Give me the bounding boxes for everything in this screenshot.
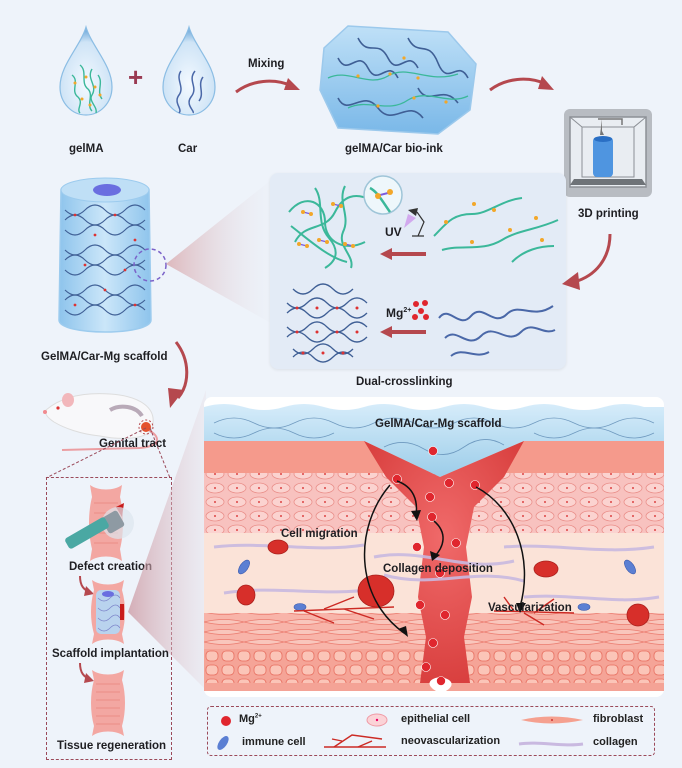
legend-label-epithelial: epithelial cell: [401, 713, 471, 725]
mg-label: Mg2+: [386, 306, 411, 320]
legend-mg-text: Mg: [239, 713, 255, 725]
gelma-strands-icon: [433, 197, 559, 263]
car-droplet-icon: [162, 24, 216, 116]
mixing-label: Mixing: [248, 58, 285, 70]
step-label-regeneration: Tissue regeneration: [57, 740, 167, 752]
scaffold-cylinder-icon: [58, 177, 152, 333]
legend-label-mg: Mg2+: [239, 713, 262, 725]
rat-icon: [43, 393, 158, 451]
neovascularization-icon: [324, 734, 386, 748]
scaffold-to-animal-arrow-icon: [168, 341, 189, 408]
tissue-regeneration-icon: [91, 670, 125, 736]
car-crosslinked-network-icon: [286, 283, 368, 363]
step-arrow-2: [79, 662, 94, 683]
immune-cell-icon: [217, 736, 229, 750]
dual-crosslinking-caption: Dual-crosslinking: [356, 376, 453, 388]
uv-label: UV: [385, 225, 402, 239]
legend-box: [207, 706, 655, 756]
uv-arrow-icon: [380, 248, 426, 260]
printing-label: 3D printing: [578, 208, 639, 220]
step-arrow-1: [79, 575, 94, 596]
magnification-cone: [166, 176, 276, 326]
legend-label-collagen: collagen: [593, 736, 638, 748]
bioink-label: gelMA/Car bio-ink: [345, 143, 443, 155]
fibroblast-icon: [521, 716, 583, 724]
zoom-circle-indicator: [133, 248, 167, 282]
printer-to-crosslink-arrow-icon: [562, 233, 612, 290]
cell-migration-label: Cell migration: [281, 528, 358, 540]
gelma-label: gelMA: [69, 143, 104, 155]
3d-printer-icon: [564, 109, 652, 197]
car-label: Car: [178, 143, 198, 155]
gelma-crosslinked-network-icon: [288, 185, 372, 269]
step-label-defect: Defect creation: [69, 561, 153, 573]
scaffold-label: GelMA/Car-Mg scaffold: [41, 351, 168, 363]
uv-lamp-icon: [404, 208, 425, 237]
legend-label-neovascularization: neovascularization: [401, 735, 501, 747]
epithelial-cell-icon: [366, 713, 388, 727]
tissue-scaffold-label: GelMA/Car-Mg scaffold: [375, 418, 502, 430]
mg-arrow-icon: [380, 326, 426, 338]
mg-ion-icon: [221, 716, 231, 726]
mg-superscript: 2+: [403, 307, 412, 314]
plus-sign: +: [128, 62, 144, 92]
scaffold-implantation-icon: [91, 580, 125, 644]
legend-mg-superscript: 2+: [254, 713, 262, 720]
defect-creation-icon: [65, 485, 134, 561]
mg-ions-icon: [412, 300, 429, 320]
step-label-implantation: Scaffold implantation: [52, 648, 169, 660]
to-printer-arrow-icon: [489, 76, 554, 92]
bioink-hydrogel-icon: [319, 25, 477, 135]
implantation-cone: [128, 390, 206, 690]
mg-text: Mg: [386, 306, 404, 320]
magnified-crosslink-icon: [363, 175, 403, 215]
vascularization-label: Vascularization: [488, 602, 572, 614]
collagen-deposition-label: Collagen deposition: [383, 563, 493, 575]
gelma-droplet-icon: [59, 24, 113, 116]
mixing-arrow-icon: [235, 78, 300, 94]
zoom-lead-lines: [45, 427, 171, 479]
car-strands-icon: [438, 305, 556, 357]
genital-tract-label: Genital tract: [99, 438, 167, 450]
tissue-cross-section: [204, 397, 664, 697]
collagen-icon: [518, 741, 584, 747]
legend-label-fibroblast: fibroblast: [593, 713, 644, 725]
legend-label-immune: immune cell: [242, 736, 306, 748]
